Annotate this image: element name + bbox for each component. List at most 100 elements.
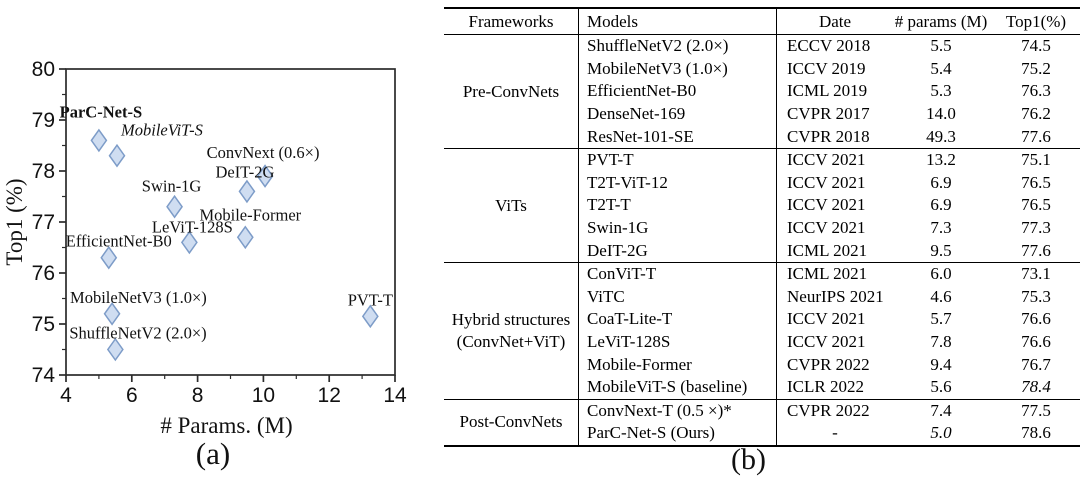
cell-params: 6.0 xyxy=(893,261,989,286)
cell-model: Swin-1G xyxy=(578,216,777,240)
cell-params: 5.3 xyxy=(930,81,952,101)
cell-model: T2T-T xyxy=(578,194,777,217)
table-row: ResNet-101-SE CVPR 2018 49.3 77.6 xyxy=(444,125,1080,149)
y-tick-label: 76 xyxy=(32,262,55,285)
cell-top1: 75.1 xyxy=(989,147,1080,172)
point-label: DeIT-2G xyxy=(215,162,274,181)
cell-date: ICML 2021 xyxy=(787,240,868,260)
x-tick-label: 8 xyxy=(192,384,204,407)
cell-top1: 76.3 xyxy=(1021,81,1051,101)
point-label: Swin-1G xyxy=(142,177,202,196)
cell-top1: 78.4 xyxy=(1021,377,1051,397)
point-label: ConvNext (0.6×) xyxy=(207,143,320,162)
column-header-frameworks: Frameworks xyxy=(444,8,579,35)
cell-model: ShuffleNetV2 (2.0×) xyxy=(578,33,777,58)
cell-params: 6.9 xyxy=(930,172,952,192)
cell-date: ICCV 2021 xyxy=(776,147,893,172)
point-label: ShuffleNetV2 (2.0×) xyxy=(69,324,206,343)
cell-framework: Hybrid structures (ConvNet+ViT) xyxy=(444,261,579,399)
cell-date: ICCV 2021 xyxy=(787,332,866,352)
x-tick-label: 12 xyxy=(318,384,341,407)
cell-params: 7.3 xyxy=(930,218,952,238)
y-tick-label: 78 xyxy=(32,160,55,183)
caption-a: (a) xyxy=(195,436,231,471)
y-tick-label: 77 xyxy=(32,211,55,234)
cell-top1: 76.2 xyxy=(1021,104,1051,124)
cell-model: ResNet-101-SE xyxy=(578,125,777,149)
cell-params: 5.5 xyxy=(893,33,989,58)
cell-date: ICCV 2021 xyxy=(787,195,866,215)
cell-params: 13.2 xyxy=(893,147,989,172)
cell-top1: 77.6 xyxy=(1021,126,1051,146)
y-tick-label: 79 xyxy=(32,109,55,132)
cell-model: T2T-ViT-12 xyxy=(578,171,777,195)
cell-date: ICCV 2021 xyxy=(787,309,866,329)
x-tick-label: 6 xyxy=(126,384,138,407)
cell-params: 9.5 xyxy=(930,240,952,260)
cell-top1: 77.6 xyxy=(1021,240,1051,260)
point-label: PVT-T xyxy=(348,290,393,309)
point-label: MobileViT-S xyxy=(120,121,203,140)
cell-params: 49.3 xyxy=(926,126,956,146)
cell-model: Mobile-Former xyxy=(578,353,777,376)
cell-top1: 75.2 xyxy=(1021,58,1051,78)
cell-params: 7.4 xyxy=(893,398,989,423)
cell-model: MobileViT-S (baseline) xyxy=(578,375,777,399)
cell-model: ConvNext-T (0.5 ×)* xyxy=(578,398,777,423)
cell-model: MobileNetV3 (1.0×) xyxy=(578,57,777,81)
point-label: Mobile-Former xyxy=(199,205,301,224)
cell-model: ParC-Net-S (Ours) xyxy=(578,422,777,446)
scatter-point xyxy=(103,302,121,326)
column-header-top1: Top1(%) xyxy=(989,8,1080,35)
y-tick-label: 75 xyxy=(32,313,55,336)
x-tick-label: 14 xyxy=(383,384,407,407)
cell-params: 6.9 xyxy=(930,195,952,215)
cell-model: CoaT-Lite-T xyxy=(578,308,777,331)
y-tick-label: 80 xyxy=(32,58,55,81)
cell-date: CVPR 2022 xyxy=(776,398,893,423)
scatter-point xyxy=(166,194,183,219)
cell-date: CVPR 2017 xyxy=(787,104,870,124)
x-axis-label: # Params. (M) xyxy=(160,413,292,438)
cell-top1: 73.1 xyxy=(989,261,1080,286)
cell-framework: ViTs xyxy=(444,147,579,263)
cell-date: ECCV 2018 xyxy=(776,33,893,58)
cell-date: CVPR 2018 xyxy=(787,126,870,146)
cell-model: DeIT-2G xyxy=(578,239,777,263)
scatter-point xyxy=(256,164,274,188)
cell-params: 9.4 xyxy=(930,354,952,374)
x-tick-label: 10 xyxy=(252,384,275,407)
cell-top1: 76.7 xyxy=(1021,354,1051,374)
column-header-models: Models xyxy=(578,8,777,35)
cell-params: 4.6 xyxy=(930,286,952,306)
point-label: ParC-Net-S xyxy=(60,102,142,121)
cell-date: ICCV 2019 xyxy=(787,58,866,78)
cell-model: EfficientNet-B0 xyxy=(578,80,777,103)
scatter-point xyxy=(236,225,254,250)
cell-date: ICML 2021 xyxy=(776,261,893,286)
cell-top1: 75.3 xyxy=(1021,286,1051,306)
cell-model: DenseNet-169 xyxy=(578,102,777,126)
cell-framework: Post-ConvNets xyxy=(444,398,579,446)
column-header-date: Date xyxy=(776,8,893,35)
cell-top1: 76.6 xyxy=(1021,332,1051,352)
cell-params: 5.6 xyxy=(930,377,952,397)
cell-top1: 76.5 xyxy=(1021,172,1051,192)
scatter-point xyxy=(90,128,108,153)
cell-top1: 74.5 xyxy=(989,33,1080,58)
cell-framework: Pre-ConvNets xyxy=(444,34,579,149)
